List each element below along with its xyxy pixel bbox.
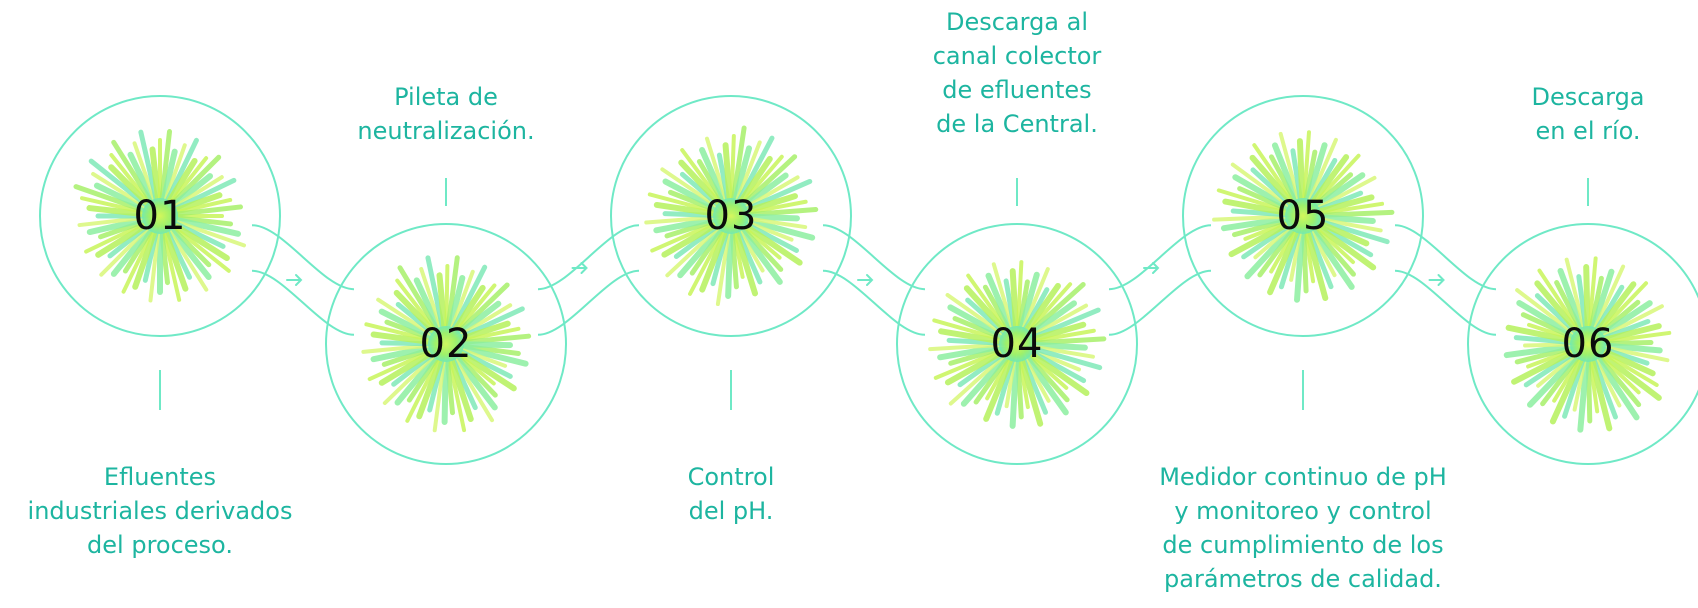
arrow-right-icon: [286, 274, 303, 286]
step-circles: [39, 95, 1698, 465]
arrow-group: [286, 262, 1445, 286]
step-caption-06: Descarga en el río.: [1531, 83, 1645, 145]
connector-wall: [1394, 224, 1497, 291]
step-caption-02: Pileta de neutralización.: [357, 83, 535, 145]
step-caption-03: Control del pH.: [687, 463, 775, 525]
starburst-icon: [644, 125, 819, 307]
step-circle-06: [1467, 223, 1698, 465]
step-circle-01: [39, 95, 281, 337]
starburst-icon: [73, 129, 247, 303]
step-number-05: 05: [1276, 193, 1330, 239]
step-number-06: 06: [1561, 321, 1615, 367]
step-number-02: 02: [419, 321, 473, 367]
connector-wall: [251, 269, 355, 336]
step-caption-01: Efluentes industriales derivados del pro…: [27, 463, 293, 559]
starburst-icon: [361, 255, 532, 433]
connector-wall: [1108, 269, 1212, 336]
connector-wall: [822, 224, 926, 291]
starburst-icon: [1212, 130, 1395, 303]
connector-wall: [1108, 224, 1212, 291]
starburst-group: [73, 125, 1672, 433]
starburst-icon: [928, 260, 1107, 429]
step-circle-03: [610, 95, 852, 337]
step-caption-04: Descarga al canal colector de efluentes …: [932, 8, 1102, 138]
step-number-03: 03: [704, 193, 758, 239]
arrow-right-icon: [1143, 262, 1160, 274]
step-circle-02: [325, 223, 567, 465]
step-number-01: 01: [133, 193, 187, 239]
starburst-icon: [1503, 256, 1672, 433]
arrow-right-icon: [857, 274, 874, 286]
connector-wall: [1394, 269, 1497, 336]
step-number-04: 04: [990, 321, 1044, 367]
arrow-right-icon: [571, 262, 588, 274]
step-circle-04: [896, 223, 1138, 465]
connector-wall: [537, 269, 640, 336]
connector-wall: [537, 224, 640, 291]
step-circle-05: [1182, 95, 1424, 337]
arrow-right-icon: [1428, 274, 1445, 286]
connector-wall: [822, 269, 926, 336]
connector-lines: [159, 178, 1589, 410]
step-caption-05: Medidor continuo de pH y monitoreo y con…: [1159, 463, 1447, 593]
connector-wall: [251, 224, 355, 291]
